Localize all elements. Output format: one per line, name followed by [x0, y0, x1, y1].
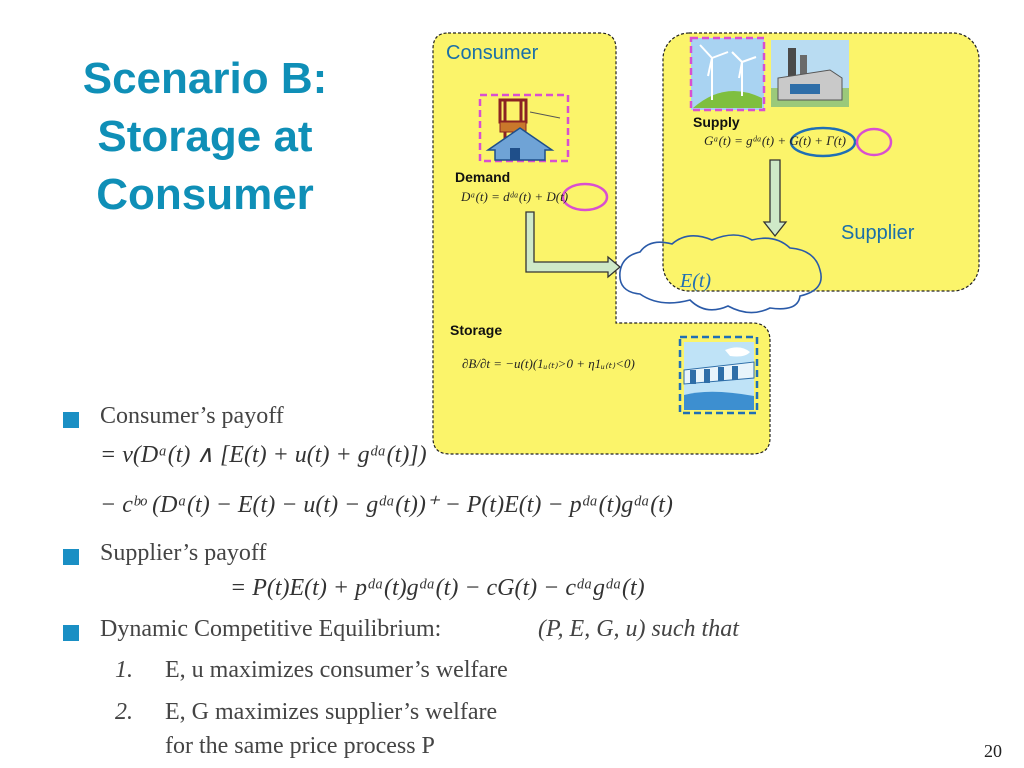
- list-item: E, G maximizes supplier’s welfare: [165, 699, 498, 725]
- storage-equation: ∂B/∂t = −u(t)(1ᵤ₍ₜ₎>0 + η1ᵤ₍ₜ₎<0): [462, 356, 635, 371]
- title-line-3: Consumer: [96, 170, 314, 219]
- title-line-1: Scenario B:: [82, 54, 328, 103]
- list-item-continuation: for the same price process P: [165, 733, 435, 759]
- storage-label: Storage: [450, 322, 503, 338]
- list-item: E, u maximizes consumer’s welfare: [165, 657, 508, 683]
- supplier-label: Supplier: [841, 222, 915, 244]
- list-item-number: 1.: [115, 657, 133, 683]
- supply-highlight-gamma: [855, 127, 893, 157]
- consumer-payoff-eq-1: = v(Dᵃ(t) ∧ [E(t) + u(t) + gᵈᵃ(t)]): [100, 442, 427, 468]
- consumer-payoff-eq-2: − cᵇᵒ (Dᵃ(t) − E(t) − u(t) − gᵈᵃ(t))⁺ − …: [100, 492, 673, 518]
- title-line-2: Storage at: [97, 112, 313, 161]
- supply-highlight-g: [789, 126, 857, 158]
- supplier-payoff-label: Supplier’s payoff: [100, 540, 267, 566]
- wind-turbine-icon: [689, 36, 766, 112]
- equilibrium-label: Dynamic Competitive Equilibrium:: [100, 616, 442, 642]
- demand-arrow: [525, 211, 622, 279]
- consumer-payoff-label: Consumer’s payoff: [100, 403, 284, 429]
- demand-label: Demand: [455, 169, 511, 185]
- supplier-payoff-eq: = P(t)E(t) + pᵈᵃ(t)gᵈᵃ(t) − cG(t) − cᵈᵃg…: [230, 575, 645, 601]
- supply-arrow: [762, 159, 788, 238]
- energy-label: E(t): [680, 270, 712, 292]
- supply-equation: Gᵃ(t) = gᵈᵃ(t) + G(t) + Γ(t): [704, 133, 846, 148]
- page-number: 20: [984, 741, 1002, 761]
- demand-equation: Dᵃ(t) = dᵈᵃ(t) + D(t): [461, 189, 569, 204]
- bullet-marker: [63, 549, 79, 565]
- dam-storage-icon: [678, 335, 759, 415]
- supply-label: Supply: [693, 114, 740, 130]
- bullet-marker: [63, 625, 79, 641]
- slide-title: Scenario B: Storage at Consumer: [40, 50, 370, 224]
- system-diagram: [432, 32, 980, 455]
- list-item-number: 2.: [115, 699, 133, 725]
- demand-highlight: [561, 182, 609, 212]
- consumer-label: Consumer: [446, 42, 539, 64]
- transformer-house-icon: [478, 93, 570, 163]
- bullet-marker: [63, 412, 79, 428]
- equilibrium-tuple: (P, E, G, u) such that: [538, 616, 739, 642]
- energy-cloud: [619, 234, 822, 314]
- power-plant-icon: [771, 40, 849, 107]
